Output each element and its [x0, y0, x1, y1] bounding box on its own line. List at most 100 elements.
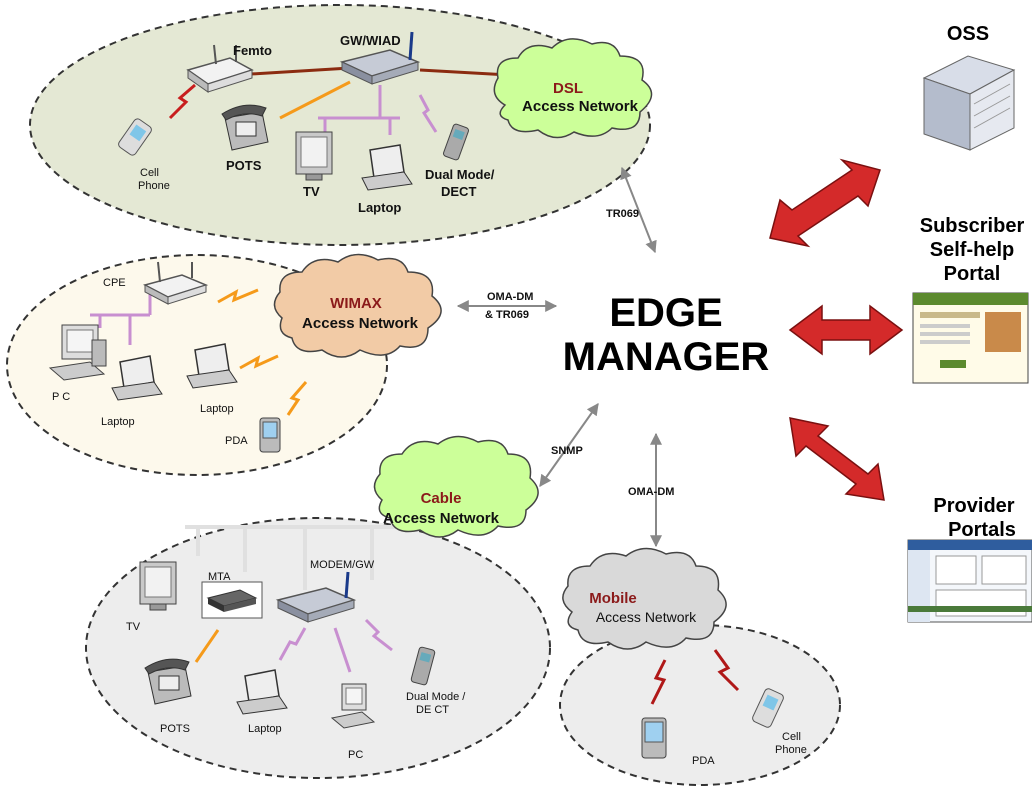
mobile-link-pda	[650, 659, 667, 705]
dsl-dual-label-2: DECT	[441, 184, 476, 199]
pc-icon	[330, 683, 376, 729]
pots-phone-icon	[221, 104, 269, 151]
dsl-ellipse	[29, 4, 651, 246]
cable-dual-label-1: Dual Mode /	[406, 691, 466, 703]
modem-gw-icon	[275, 571, 357, 623]
dect-phone-icon	[410, 646, 436, 686]
laptop-icon	[111, 355, 163, 401]
cable-laptop-label: Laptop	[248, 723, 282, 735]
edge-manager-title-1: EDGE	[609, 291, 722, 335]
tr069-label: TR069	[606, 208, 639, 220]
dect-phone-icon	[443, 123, 469, 161]
dsl-region: Femto GW/WIAD Cell Phone POTS TV	[29, 4, 653, 246]
wimax-cloud-sub: Access Network	[302, 315, 419, 332]
cell-phone-icon	[118, 118, 152, 156]
cpe-router-icon	[142, 261, 209, 305]
mobile-cloud	[562, 547, 727, 650]
snmp-label: SNMP	[551, 445, 583, 457]
provider-portal-screenshot	[907, 539, 1032, 623]
femto-label: Femto	[233, 43, 272, 58]
provider-label-2: Portals	[948, 519, 1016, 541]
provider-label-1: Provider	[933, 495, 1014, 517]
dsl-cloud-title: DSL	[553, 80, 583, 97]
cable-link-dect	[364, 618, 393, 652]
cable-pots-label: POTS	[160, 723, 190, 735]
dsl-laptop-label: Laptop	[358, 200, 401, 215]
pda-icon	[641, 717, 667, 759]
cable-modem-label: MODEM/GW	[310, 559, 375, 571]
cable-cloud-title: Cable	[421, 490, 462, 507]
cable-cloud-sub: Access Network	[383, 510, 500, 527]
subscriber-double-arrow	[788, 304, 904, 356]
dsl-cloud-sub: Access Network	[522, 98, 639, 115]
mobile-pda-label: PDA	[692, 755, 715, 767]
subscriber-portal-screenshot	[912, 292, 1029, 384]
cable-pc-label: PC	[348, 749, 363, 761]
subscriber-label-2: Self-help	[930, 239, 1014, 261]
dsl-cloud	[493, 38, 653, 139]
wimax-link-pda	[286, 381, 308, 416]
laptop-icon	[186, 343, 238, 389]
omadm-label: OMA-DM	[628, 486, 674, 498]
dsl-cell-label-2: Phone	[138, 180, 170, 192]
wimax-cpe-label: CPE	[103, 277, 126, 289]
omadm-tr069-label-2: & TR069	[485, 309, 529, 321]
cable-cloud	[373, 435, 539, 538]
gw-wiad-label: GW/WIAD	[340, 33, 401, 48]
wimax-pda-label: PDA	[225, 435, 248, 447]
gw-wiad-icon	[339, 31, 421, 85]
protocol-links: TR069 OMA-DM & TR069 SNMP OMA-DM	[456, 166, 674, 548]
tr069-arrow	[620, 166, 657, 254]
cell-phone-icon	[752, 688, 784, 728]
mta-icon	[201, 581, 263, 619]
mobile-cell-label-1: Cell	[782, 731, 801, 743]
cable-tv-label: TV	[126, 621, 141, 633]
oss-label: OSS	[947, 23, 989, 45]
oss-double-arrow	[769, 158, 881, 248]
femto-icon	[186, 44, 254, 93]
mobile-link-cell	[713, 649, 740, 692]
dsl-tv-label: TV	[303, 184, 320, 199]
laptop-icon	[236, 669, 288, 715]
wimax-cloud	[273, 253, 442, 358]
subscriber-label-3: Portal	[944, 263, 1001, 285]
wimax-pc-label: P C	[52, 391, 70, 403]
mobile-cloud-sub: Access Network	[596, 609, 697, 625]
dsl-link-femto-gw	[234, 66, 351, 77]
wimax-region: CPE P C Laptop Laptop PDA WIMAX Access N…	[6, 253, 442, 476]
pots-phone-icon	[144, 658, 192, 705]
wimax-laptop1-label: Laptop	[101, 416, 135, 428]
omadm-tr069-label-1: OMA-DM	[487, 291, 533, 303]
dsl-dual-label-1: Dual Mode/	[425, 167, 495, 182]
cable-mta-label: MTA	[208, 571, 231, 583]
cable-ellipse	[85, 517, 551, 779]
dsl-link-gw-cloud	[419, 68, 511, 77]
laptop-icon	[361, 144, 413, 191]
pda-icon	[259, 417, 281, 453]
tv-icon	[295, 131, 333, 181]
subscriber-label-1: Subscriber	[920, 215, 1025, 237]
mobile-cell-label-2: Phone	[775, 744, 807, 756]
cable-region: TV MTA MODEM/GW POTS Laptop	[85, 435, 551, 779]
wimax-link-cpe	[217, 288, 259, 304]
dsl-pots-label: POTS	[226, 158, 262, 173]
cable-link-laptop	[278, 627, 307, 661]
cable-dual-label-2: DE CT	[416, 704, 449, 716]
server-icon	[922, 55, 1016, 151]
wimax-cloud-title: WIMAX	[330, 295, 382, 312]
dsl-cell-label-1: Cell	[140, 167, 159, 179]
mobile-region: Mobile Access Network PDA Cell Phone	[559, 547, 841, 786]
wimax-link-laptop	[239, 354, 279, 370]
mobile-ellipse	[559, 624, 841, 786]
dsl-link-dect	[418, 94, 438, 133]
dsl-link-femto-cell	[168, 83, 196, 120]
pc-icon	[48, 324, 107, 381]
cable-link-pc	[333, 627, 352, 673]
wimax-laptop2-label: Laptop	[200, 403, 234, 415]
provider-double-arrow	[789, 417, 885, 501]
snmp-arrow	[539, 403, 599, 487]
edge-manager-title-2: MANAGER	[563, 335, 770, 379]
tv-icon	[139, 561, 177, 611]
dsl-link-gw-pots	[279, 80, 351, 120]
